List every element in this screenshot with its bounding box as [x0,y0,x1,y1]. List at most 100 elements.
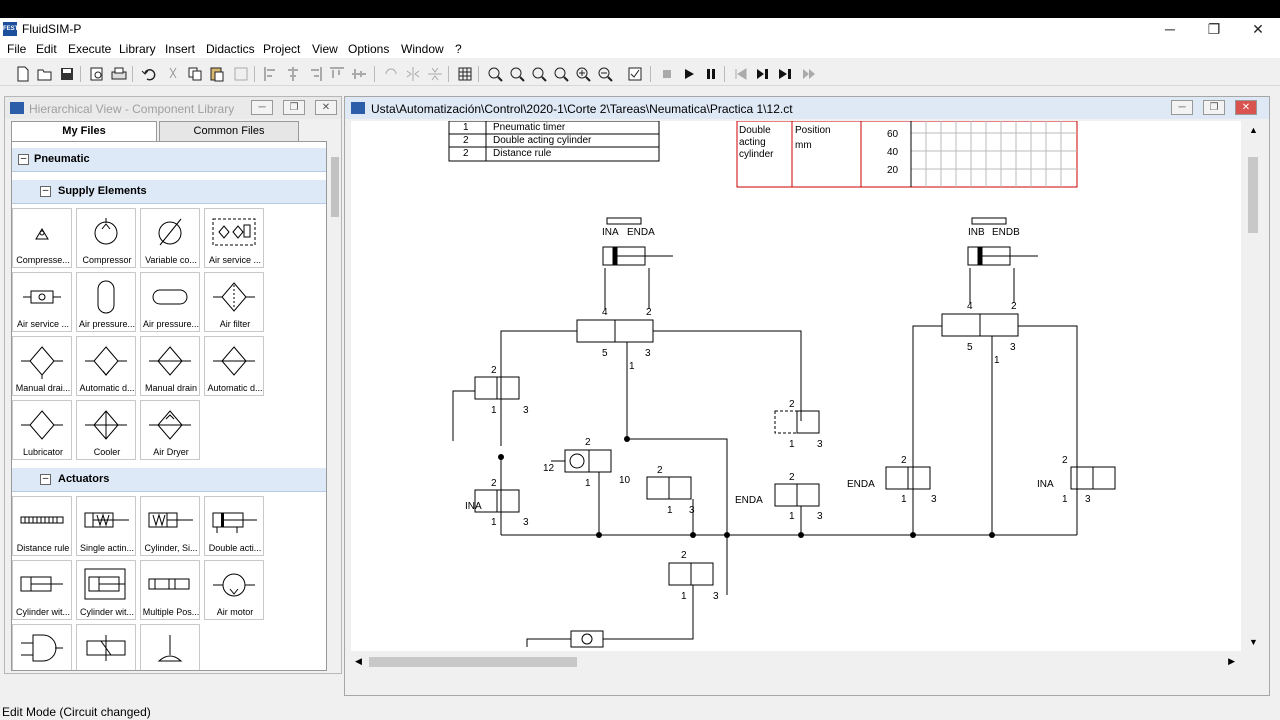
lib-item-semi-rotary-actuator[interactable] [12,624,72,670]
port-2: 2 [646,307,652,318]
menu-didactics[interactable]: Didactics [206,42,255,56]
print-icon[interactable] [110,65,128,83]
menu-options[interactable]: Options [348,42,390,56]
lib-item-manual-drain-filter[interactable]: Manual drai... [12,336,72,396]
menu-execute[interactable]: Execute [68,42,112,56]
align-middle-icon[interactable] [350,65,368,83]
circuit-vertical-scrollbar[interactable]: ▲ ▼ [1243,121,1263,651]
lib-item-cylinder-with-switch[interactable]: Cylinder wit... [12,560,72,620]
menu-project[interactable]: Project [263,42,301,56]
circuit-canvas[interactable]: 1 Pneumatic timer 2 Double acting cylind… [351,121,1241,651]
circuit-restore-button[interactable]: ❐ [1203,100,1225,115]
menu-view[interactable]: View [312,42,338,56]
lib-item-air-pressure-reservoir[interactable]: Air pressure... [76,272,136,332]
lib-item-air-dryer[interactable]: Air Dryer [140,400,200,460]
align-right-icon[interactable] [306,65,324,83]
menu-help[interactable]: ? [455,42,462,56]
menu-library[interactable]: Library [119,42,156,56]
end-icon[interactable] [800,65,818,83]
lib-item-variable-compressor[interactable]: Variable co... [140,208,200,268]
step-to-state-icon[interactable] [776,65,794,83]
zoom-in-icon[interactable] [574,65,592,83]
circuit-minimize-button[interactable]: ─ [1171,100,1193,115]
lib-item-manual-drain[interactable]: Manual drain [140,336,200,396]
lib-item-automatic-drain-filter[interactable]: Automatic d... [76,336,136,396]
reset-icon[interactable] [732,65,750,83]
lib-item-air-service-unit[interactable]: Air service ... [204,208,264,268]
library-scrollbar[interactable] [329,141,341,671]
lib-item-suction-cup[interactable] [140,624,200,670]
pause-icon[interactable] [702,65,720,83]
align-left-icon[interactable] [262,65,280,83]
single-step-icon[interactable] [754,65,772,83]
lib-item-compressor[interactable]: Compressor [76,208,136,268]
lib-item-multiple-position-cylinder[interactable]: Multiple Pos... [140,560,200,620]
open-folder-icon[interactable] [36,65,54,83]
circuit-horizontal-scrollbar[interactable]: ◀ ▶ [351,653,1241,671]
scroll-left-icon[interactable]: ◀ [355,656,362,666]
restore-button[interactable]: ❐ [1207,21,1221,37]
pneumatic-circuit-diagram[interactable]: 1 Pneumatic timer 2 Double acting cylind… [351,121,1241,651]
menu-edit[interactable]: Edit [36,42,57,56]
cut-icon[interactable] [164,65,182,83]
scroll-down-icon[interactable]: ▼ [1249,637,1258,647]
check-drawing-icon[interactable] [626,65,644,83]
scroll-right-icon[interactable]: ▶ [1228,656,1235,666]
lib-item-double-acting-cylinder[interactable]: Double acti... [204,496,264,556]
mirror-vertical-icon[interactable] [426,65,444,83]
tab-common-files[interactable]: Common Files [159,121,299,141]
copy-format-icon[interactable] [232,65,250,83]
zoom-out-icon[interactable] [596,65,614,83]
zoom-circuit-icon[interactable] [508,65,526,83]
copy-icon[interactable] [186,65,204,83]
lib-item-lubricator[interactable]: Lubricator [12,400,72,460]
menu-file[interactable]: File [7,42,27,56]
zoom-previous-icon[interactable] [552,65,570,83]
zoom-window-icon[interactable] [530,65,548,83]
library-restore-button[interactable]: ❐ [283,100,305,115]
save-icon[interactable] [58,65,76,83]
collapse-icon[interactable]: – [40,186,51,197]
library-close-button[interactable]: ✕ [315,100,337,115]
zoom-1to1-icon[interactable] [486,65,504,83]
close-button[interactable]: ✕ [1252,21,1264,37]
undo-icon[interactable] [140,65,158,83]
rotate-icon[interactable] [382,65,400,83]
menu-window[interactable]: Window [401,42,444,56]
collapse-icon[interactable]: – [40,474,51,485]
scroll-thumb-vertical[interactable] [1248,157,1258,233]
lib-item-air-service-simplified[interactable]: Air service ... [12,272,72,332]
align-center-icon[interactable] [284,65,302,83]
lib-item-air-pressure-reservoir-2[interactable]: Air pressure... [140,272,200,332]
play-icon[interactable] [680,65,698,83]
group-supply-elements[interactable]: – Supply Elements [12,180,326,204]
lib-item-single-acting-cylinder[interactable]: Single actin... [76,496,136,556]
grid-icon[interactable] [456,65,474,83]
collapse-icon[interactable]: – [18,154,29,165]
stop-icon[interactable] [658,65,676,83]
lib-item-air-filter[interactable]: Air filter [204,272,264,332]
group-actuators[interactable]: – Actuators [12,468,326,492]
lib-item-cooler[interactable]: Cooler [76,400,136,460]
library-minimize-button[interactable]: ─ [251,100,273,115]
lib-item-distance-rule[interactable]: Distance rule [12,496,72,556]
lib-item-automatic-drain[interactable]: Automatic d... [204,336,264,396]
paste-icon[interactable] [208,65,226,83]
lib-item-air-motor[interactable]: Air motor [204,560,264,620]
menu-insert[interactable]: Insert [165,42,196,56]
minimize-button[interactable]: ─ [1165,21,1175,37]
align-top-icon[interactable] [328,65,346,83]
lib-item-compressed-air-supply[interactable]: Compresse... [12,208,72,268]
new-file-icon[interactable] [14,65,32,83]
lib-item-cylinder-with-brake[interactable]: Cylinder wit... [76,560,136,620]
scroll-up-icon[interactable]: ▲ [1249,125,1258,135]
scroll-thumb-horizontal[interactable] [369,657,577,667]
circuit-close-button[interactable]: ✕ [1235,100,1257,115]
library-scroll-thumb[interactable] [331,157,339,217]
tab-my-files[interactable]: My Files [11,121,157,141]
group-pneumatic[interactable]: – Pneumatic [12,148,326,172]
mirror-horizontal-icon[interactable] [404,65,422,83]
lib-item-rodless-cylinder[interactable] [76,624,136,670]
print-preview-icon[interactable] [88,65,106,83]
lib-item-cylinder-single[interactable]: Cylinder, Si... [140,496,200,556]
